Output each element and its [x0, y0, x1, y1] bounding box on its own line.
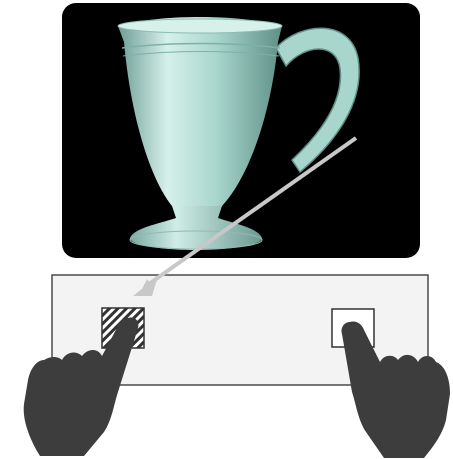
cup-rim	[118, 19, 282, 33]
